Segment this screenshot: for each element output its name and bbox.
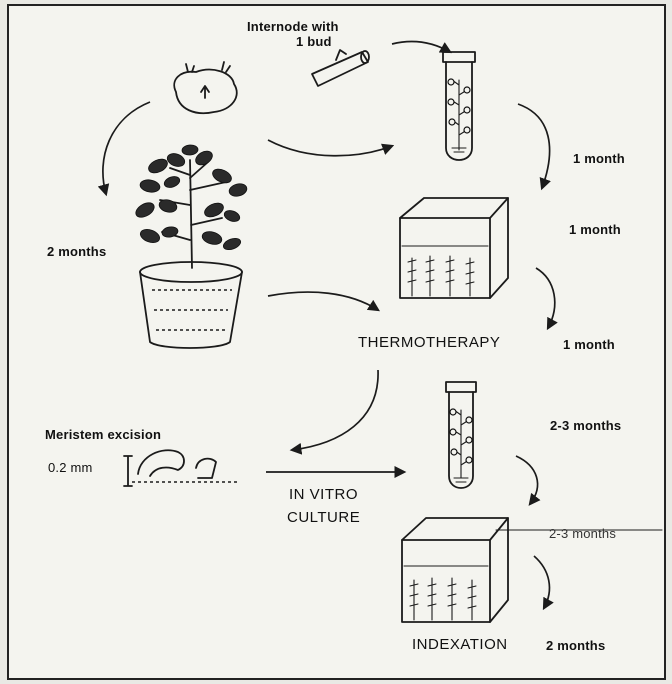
- label-1-month-a: 1 month: [573, 151, 625, 166]
- arrow-plant-to-box: [268, 292, 378, 310]
- arrow-tube-to-box2: [516, 456, 538, 504]
- arrow-tube-to-box: [518, 104, 550, 188]
- label-culture: CULTURE: [287, 509, 360, 526]
- tuber-icon: [174, 62, 237, 113]
- label-2-months-right: 2 months: [546, 638, 605, 653]
- arrow-tuber-to-plant: [103, 102, 150, 194]
- label-thermotherapy: THERMOTHERAPY: [358, 334, 500, 351]
- internode-icon: [312, 50, 369, 86]
- label-2-3-months-b: 2-3 months: [549, 526, 616, 541]
- label-scale: 0.2 mm: [48, 460, 93, 475]
- label-2-3-months-a: 2-3 months: [550, 418, 621, 433]
- label-in-vitro: IN VITRO: [289, 486, 358, 503]
- label-1-month-c: 1 month: [563, 337, 615, 352]
- arrow-internode-to-tube: [392, 42, 450, 52]
- label-internode-bud: 1 bud: [296, 34, 332, 49]
- culture-box-icon: [402, 518, 508, 622]
- label-meristem-excision: Meristem excision: [45, 427, 161, 442]
- arrow-thermo-to-excision: [292, 370, 378, 450]
- culture-box-icon: [400, 198, 508, 298]
- label-2-months-left: 2 months: [47, 244, 106, 259]
- label-internode: Internode with: [247, 19, 339, 34]
- label-indexation: INDEXATION: [412, 636, 508, 653]
- potted-plant-icon: [133, 144, 248, 348]
- arrow-box-to-thermotherapy: [536, 268, 555, 328]
- arrow-box2-to-indexation: [534, 556, 549, 608]
- arrow-tuber-to-tube: [268, 140, 392, 156]
- meristem-icon: [124, 450, 240, 486]
- label-1-month-b: 1 month: [569, 222, 621, 237]
- test-tube-icon: [446, 382, 476, 488]
- test-tube-icon: [443, 52, 475, 160]
